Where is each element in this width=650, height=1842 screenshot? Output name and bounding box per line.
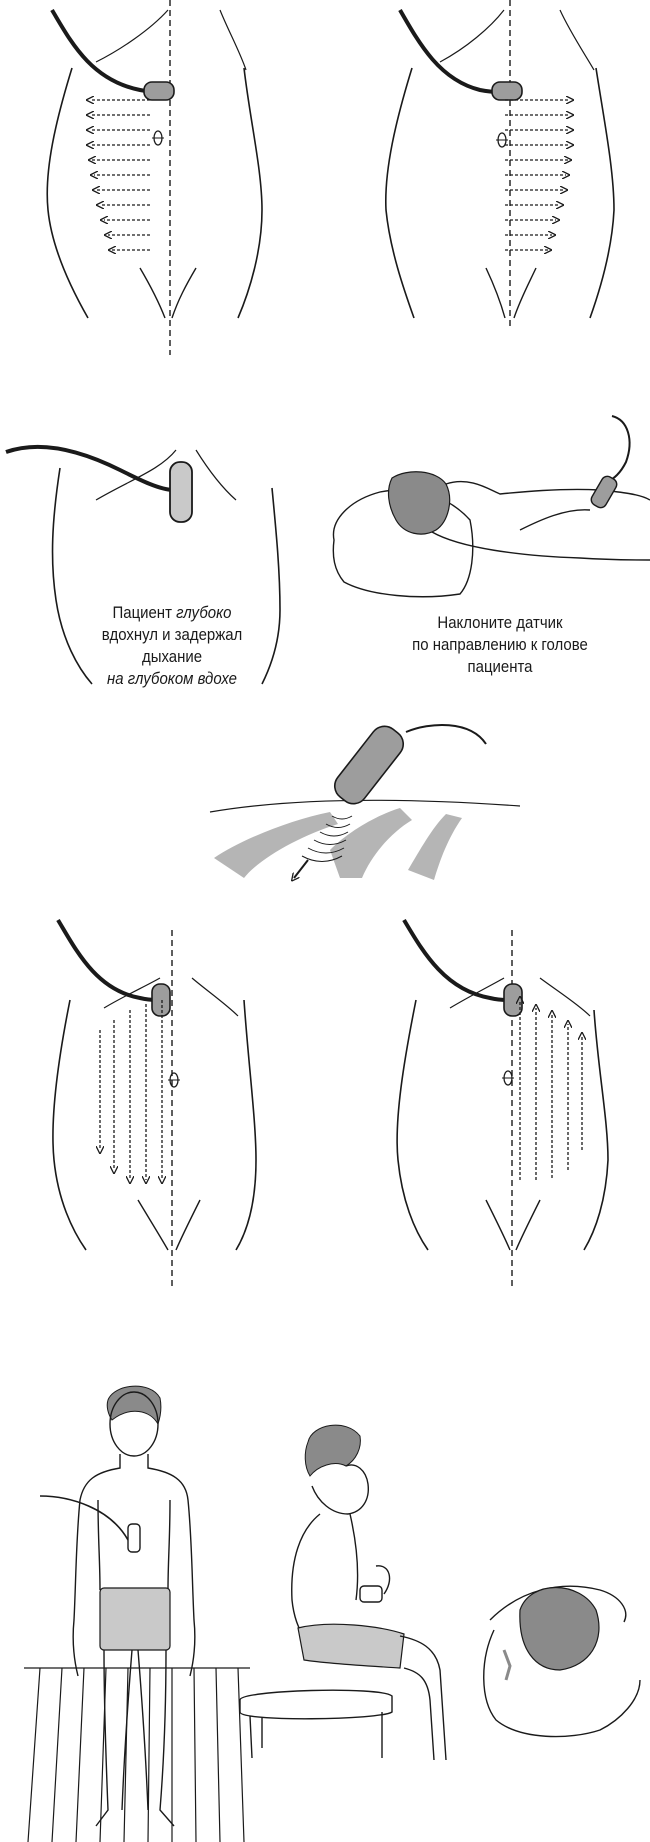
rib-shadow (330, 808, 412, 878)
patient-head (109, 1391, 159, 1457)
torso-transverse-scan-left (46, 0, 263, 355)
transducer-probe-icon (169, 461, 193, 523)
transducer-cable (375, 1565, 391, 1595)
intercostal-probe-detail (209, 723, 521, 880)
patient-legs (399, 1635, 447, 1761)
patient-lateral-decubitus (483, 1585, 641, 1738)
groin-line (139, 267, 197, 319)
patient-arm (489, 1585, 627, 1623)
caption-emphasis: на глубоком (107, 669, 198, 688)
scan-arrow-icon (294, 859, 309, 878)
transducer-probe-icon (127, 1523, 141, 1553)
caption-text: пациента (467, 657, 533, 676)
rib-shadow (214, 812, 338, 878)
patient-hair (304, 1424, 361, 1477)
chest-line (95, 449, 237, 501)
transducer-probe-icon (503, 983, 523, 1017)
transducer-probe-icon (143, 81, 175, 101)
transducer-cable (398, 9, 501, 94)
ultrasound-beam (301, 815, 353, 862)
pillow (332, 489, 474, 598)
rib-margin (439, 9, 595, 71)
torso-breath-hold (5, 444, 281, 685)
transducer-probe-icon (151, 983, 171, 1017)
rib-margin (449, 977, 591, 1017)
torso-outline (384, 67, 615, 319)
patient-head (311, 1464, 369, 1515)
skin-line (209, 799, 521, 813)
patient-body (483, 1629, 641, 1738)
transducer-probe-icon (359, 1585, 383, 1603)
torso-longitudinal-scan-right (396, 918, 609, 1290)
caption-text: Пациент (112, 603, 177, 622)
stool (239, 1689, 393, 1759)
torso-transverse-scan-right (384, 0, 615, 330)
caption-text: Наклоните датчик (437, 613, 563, 632)
shorts (297, 1623, 405, 1669)
shorts (99, 1587, 171, 1651)
transducer-cable (607, 415, 631, 483)
patient-head (519, 1587, 600, 1671)
groin-line (485, 267, 537, 319)
patient-legs (95, 1649, 175, 1827)
scan-arrows (100, 1000, 162, 1180)
caption-text: дыхание (141, 647, 203, 666)
patient-body (431, 480, 650, 561)
rib-margin (103, 977, 239, 1017)
torso-longitudinal-scan-left (52, 918, 257, 1290)
floor-grating (24, 1667, 250, 1842)
patient-seated (239, 1424, 447, 1761)
tilt-probe-caption: Наклоните датчик по направлению к голове… (377, 612, 623, 678)
skin-mark (502, 1649, 512, 1681)
transducer-probe-icon (333, 725, 405, 805)
transducer-cable (39, 1495, 129, 1541)
scan-arrows (90, 100, 150, 250)
groin-line (485, 1199, 541, 1251)
transducer-cable (5, 444, 175, 492)
transducer-cable (402, 918, 509, 1002)
scan-arrows (505, 100, 570, 250)
transducer-probe-icon (590, 475, 618, 509)
groin-line (137, 1199, 201, 1251)
navel-icon (152, 130, 164, 146)
breath-hold-caption: Пациент глубоко вдохнул и задержал дыхан… (75, 602, 269, 690)
scan-arrows (520, 1000, 582, 1180)
caption-emphasis: глубоко (176, 603, 232, 622)
navel-icon (502, 1070, 514, 1086)
navel-icon (496, 132, 508, 148)
rib-shadow (408, 814, 462, 880)
patient-head (387, 471, 451, 535)
caption-emphasis: вдохе (197, 669, 237, 688)
torso-outline (51, 467, 281, 685)
torso-outline (46, 67, 263, 319)
torso-outline (52, 999, 257, 1251)
transducer-cable (405, 723, 487, 745)
patient-torso (291, 1513, 359, 1639)
patient-supine-tilt (332, 415, 650, 598)
torso-outline (396, 999, 609, 1251)
transducer-probe-icon (491, 81, 523, 101)
caption-text: вдохнул и задержал (101, 625, 243, 644)
patient-standing (24, 1385, 250, 1842)
rib-margin (95, 9, 247, 71)
patient-torso (72, 1454, 196, 1677)
caption-text: по направлению к голове (412, 635, 588, 654)
navel-icon (168, 1072, 180, 1088)
transducer-cable (56, 918, 159, 1002)
